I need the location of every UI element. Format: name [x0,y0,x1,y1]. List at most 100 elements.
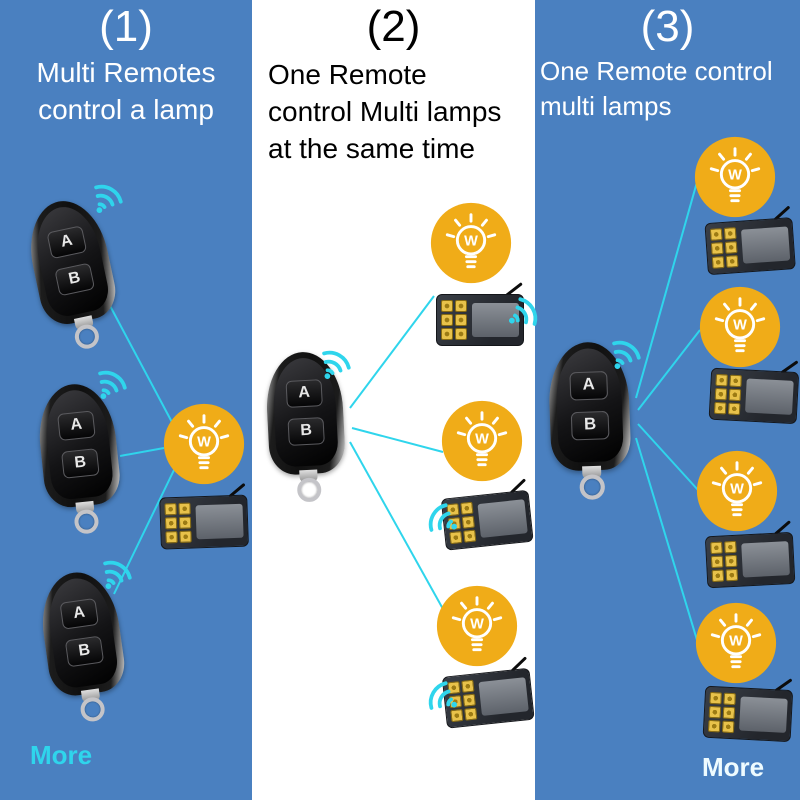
terminal-screw [729,374,742,388]
remote-keyring [73,508,100,535]
panel-3-title-line1: One Remote control [540,56,773,86]
terminal-screw [179,530,192,543]
terminal-screw [728,388,742,402]
lamp-watt-label: W [729,634,743,650]
terminal-screw [708,705,722,719]
terminal-screw [725,255,739,268]
wifi-signal-icon [88,546,143,600]
receiver-body [159,494,249,550]
terminal-screw [725,568,739,582]
terminal-screw [724,241,738,254]
wifi-signal-icon [414,669,468,724]
receiver-module [704,205,800,277]
terminal-screw [709,691,722,705]
terminal-screw [711,569,725,583]
terminal-screw [722,706,736,720]
remote-button-a: A [46,224,88,259]
panel-1-title-line1: Multi Remotes [36,57,216,88]
wifi-arcs [428,503,458,532]
light-bulb-icon: W [695,602,777,684]
receiver-body [708,367,800,425]
receiver-terminal-block [164,502,192,544]
panel-1-more-label: More [30,740,93,770]
lamp-indicator: W [430,202,512,284]
receiver-terminal-block [713,373,742,416]
remote-button-b: B [570,410,610,440]
receiver-label-panel [740,226,791,264]
lamp-watt-label: W [470,617,484,633]
receiver-label-panel [478,677,529,716]
terminal-screw [455,314,467,326]
terminal-screw [165,531,178,544]
wifi-arcs [103,560,132,590]
receiver-module [704,520,799,591]
light-bulb-icon: W [436,585,518,667]
wifi-signal-icon [498,285,552,340]
remote-face: A B [41,387,115,502]
receiver-module [708,360,800,427]
panel-2-title-line2: control Multi lamps [268,96,502,127]
panel-2-title-line3: at the same time [268,133,475,164]
wifi-signal-icon [307,336,362,390]
panel-2-title-line1: One Remote [268,59,427,90]
lamp-indicator: W [694,136,776,218]
remote-button-a: A [59,597,99,630]
receiver-terminal-block [441,300,467,340]
panel-2-number: (2) [366,2,421,51]
lamp-indicator: W [436,585,518,667]
wifi-arcs [94,184,123,214]
wifi-signal-icon [79,170,134,224]
terminal-screw [723,692,736,706]
terminal-screw [455,328,467,340]
terminal-screw [711,255,725,269]
receiver-module [159,482,253,551]
lamp-indicator: W [699,286,781,368]
wifi-arcs [322,350,351,380]
receiver-body [704,531,796,589]
receiver-body [704,217,796,276]
panel-3-more-label: More [702,752,765,782]
terminal-screw [441,328,453,340]
wifi-signal-icon [83,356,138,410]
terminal-screw [462,693,476,707]
remote-button-b: B [54,261,96,296]
wifi-signal-icon [597,326,652,380]
terminal-screw [441,314,453,326]
lamp-indicator: W [695,602,777,684]
remote-button-a: A [285,378,323,408]
receiver-terminal-block [710,540,739,583]
terminal-screw [709,228,723,241]
remote-face: A B [43,574,120,690]
panel-3-number: (3) [640,2,695,51]
remote-button-a: A [569,370,609,401]
lamp-watt-label: W [475,432,489,448]
remote-face: A B [29,201,113,320]
terminal-screw [710,541,723,555]
receiver-label-panel [477,499,528,538]
terminal-screw [464,707,478,721]
terminal-screw [178,502,191,515]
terminal-screw [441,300,453,312]
terminal-screw [710,555,724,569]
terminal-screw [721,720,735,734]
wifi-arcs [508,297,538,326]
remote-keyring [579,474,606,501]
wifi-arcs [612,340,641,370]
wifi-arcs [428,681,458,710]
terminal-screw [724,540,737,554]
panel-3-title-line2: multi lamps [540,91,672,121]
panel-2-title: One Remote control Multi lamps at the sa… [268,56,532,167]
receiver-label-panel [195,503,244,540]
receiver-label-panel [741,541,790,578]
wifi-arcs [98,370,127,400]
terminal-screw [724,554,738,568]
receiver-label-panel [739,696,788,733]
panel-1-title-line2: control a lamp [38,94,214,125]
receiver-terminal-block [709,227,739,269]
terminal-screw [455,300,467,312]
light-bulb-icon: W [694,136,776,218]
receiver-terminal-block [707,691,736,734]
lamp-watt-label: W [730,482,744,498]
terminal-screw [164,517,178,530]
terminal-screw [710,242,724,255]
